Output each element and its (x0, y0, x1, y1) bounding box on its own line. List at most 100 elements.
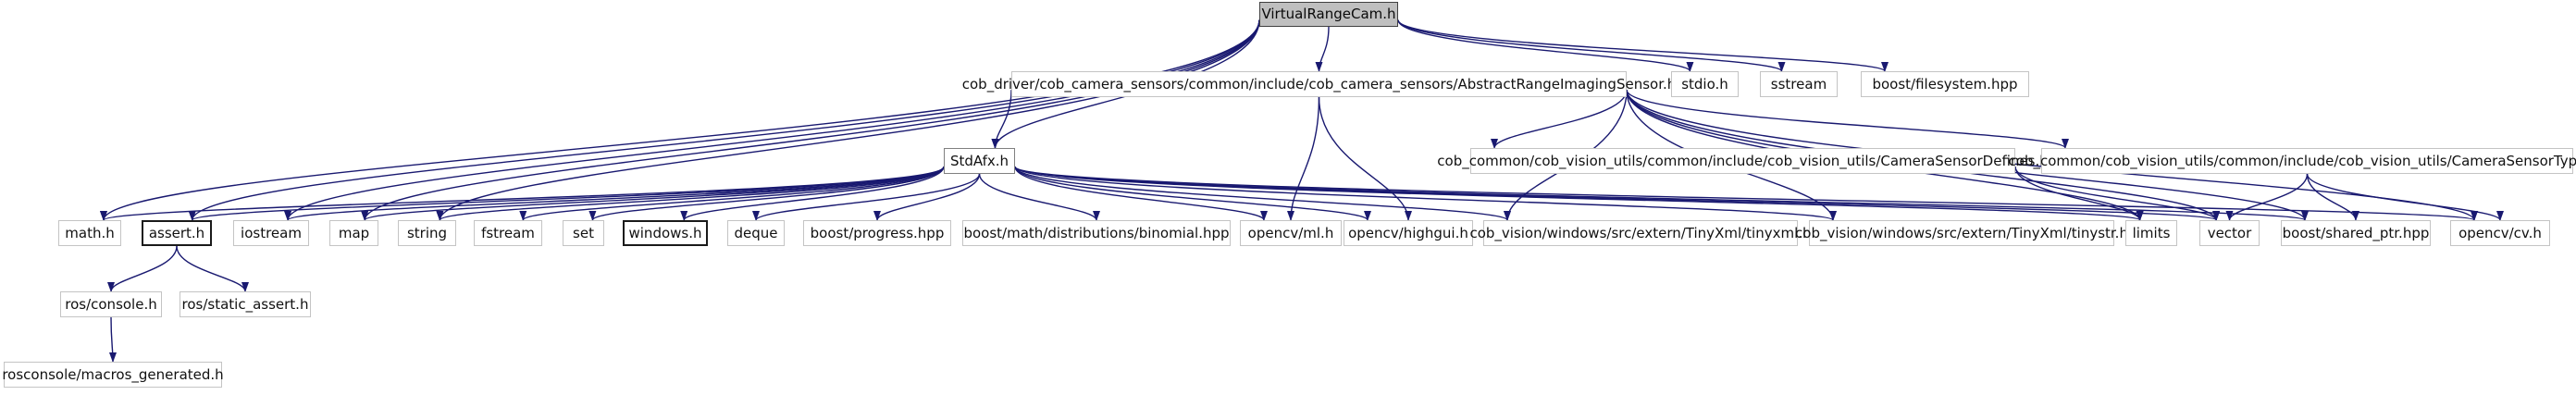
graph-node-label: rosconsole/macros_generated.h (2, 365, 224, 383)
graph-edge (284, 19, 1260, 221)
graph-node-label: fstream (481, 224, 535, 241)
graph-node-label: string (406, 224, 448, 241)
graph-edge (1315, 26, 1330, 72)
graph-node-label: ros/console.h (65, 295, 157, 313)
graph-edge (100, 19, 1260, 221)
graph-node-stdafx-h[interactable]: StdAfx.h (944, 148, 1015, 174)
graph-node-label: math.h (65, 224, 115, 241)
graph-node-string[interactable]: string (398, 220, 456, 246)
graph-edge (519, 166, 945, 221)
graph-node-label: cob_driver/cob_camera_sensors/common/inc… (961, 75, 1677, 93)
graph-node-set[interactable]: set (563, 220, 604, 246)
graph-edge (188, 19, 1260, 221)
graph-edge (1014, 166, 1837, 221)
graph-node-label: opencv/cv.h (2458, 224, 2542, 241)
graph-node-label: vector (2207, 224, 2252, 241)
graph-edge (1014, 166, 1268, 221)
graph-edge (991, 90, 1012, 149)
graph-node-sstream[interactable]: sstream (1760, 71, 1838, 97)
graph-node-label: stdio.h (1681, 75, 1728, 93)
graph-node-label: opencv/ml.h (1247, 224, 1334, 241)
graph-node-label: boost/shared_ptr.hpp (2282, 224, 2430, 241)
graph-node-label: StdAfx.h (949, 152, 1009, 169)
graph-edge (1626, 89, 2069, 149)
graph-node-label: assert.h (148, 224, 205, 241)
graph-node-label: ros/static_assert.h (181, 295, 309, 313)
graph-node-label: cob_common/cob_vision_utils/common/inclu… (2008, 152, 2576, 169)
graph-node-label: cob_common/cob_vision_utils/common/inclu… (1437, 152, 2049, 169)
graph-node-map[interactable]: map (329, 220, 378, 246)
graph-edge (2306, 173, 2359, 221)
graph-node-cob-common-cob-vision-utils-common-include-cob-vision-utils-camerasensortypes-h[interactable]: cob_common/cob_vision_utils/common/inclu… (2009, 148, 2576, 174)
graph-node-vector[interactable]: vector (2199, 220, 2260, 246)
graph-node-cob-vision-windows-src-extern-tinyxml-tinystr-h[interactable]: cob_vision/windows/src/extern/TinyXml/ti… (1795, 220, 2128, 246)
graph-node-windows-h[interactable]: windows.h (623, 220, 708, 246)
graph-edge (1397, 19, 1694, 72)
graph-node-deque[interactable]: deque (727, 220, 785, 246)
graph-node-ros-static-assert-h[interactable]: ros/static_assert.h (180, 291, 311, 317)
graph-node-assert-h[interactable]: assert.h (142, 220, 212, 246)
graph-edge (2014, 167, 2144, 221)
graph-node-label: opencv/highgui.h (1348, 224, 1468, 241)
graph-node-boost-shared-ptr-hpp[interactable]: boost/shared_ptr.hpp (2281, 220, 2431, 246)
graph-edge (1491, 90, 1628, 149)
graph-node-rosconsole-macros-generated-h[interactable]: rosconsole/macros_generated.h (2, 362, 224, 388)
graph-node-label: boost/progress.hpp (810, 224, 945, 241)
graph-edge (436, 166, 945, 221)
graph-node-boost-progress-hpp[interactable]: boost/progress.hpp (803, 220, 951, 246)
graph-edge (2225, 173, 2309, 221)
graph-edge (873, 173, 981, 221)
graph-edge (436, 19, 1260, 221)
graph-edge (1014, 166, 2309, 221)
graph-edge (1014, 166, 1511, 221)
graph-edge (100, 166, 945, 221)
graph-edge (978, 173, 1100, 221)
graph-node-opencv-cv-h[interactable]: opencv/cv.h (2450, 220, 2550, 246)
graph-node-label: boost/math/distributions/binomial.hpp (963, 224, 1230, 241)
graph-edge (680, 166, 945, 221)
graph-node-limits[interactable]: limits (2125, 220, 2177, 246)
graph-node-label: map (338, 224, 370, 241)
graph-node-boost-filesystem-hpp[interactable]: boost/filesystem.hpp (1861, 71, 2029, 97)
graph-node-label: iostream (241, 224, 302, 241)
graph-edge (1014, 166, 2143, 221)
graph-node-label: deque (734, 224, 778, 241)
graph-node-label: boost/filesystem.hpp (1872, 75, 2018, 93)
graph-node-cob-vision-windows-src-extern-tinyxml-tinyxml-h[interactable]: cob_vision/windows/src/extern/TinyXml/ti… (1469, 220, 1812, 246)
graph-node-fstream[interactable]: fstream (474, 220, 542, 246)
graph-edge (588, 166, 945, 221)
graph-node-ros-console-h[interactable]: ros/console.h (60, 291, 162, 317)
graph-node-boost-math-distributions-binomial-hpp[interactable]: boost/math/distributions/binomial.hpp (962, 220, 1231, 246)
graph-edge (1014, 166, 1371, 221)
graph-node-label: set (573, 224, 594, 241)
graph-edge (1014, 166, 2478, 221)
graph-node-iostream[interactable]: iostream (233, 220, 309, 246)
graph-edge (1014, 166, 2220, 221)
graph-node-label: limits (2132, 224, 2171, 241)
graph-edge (361, 19, 1260, 221)
graph-edge (2014, 166, 2221, 221)
graph-node-math-h[interactable]: math.h (58, 220, 121, 246)
graph-edge (107, 245, 178, 292)
graph-edge (284, 166, 945, 221)
graph-edge (1318, 96, 1412, 221)
graph-edge (1397, 19, 1889, 72)
graph-edge (1287, 96, 1320, 221)
graph-node-opencv-highgui-h[interactable]: opencv/highgui.h (1344, 220, 1473, 246)
graph-node-cob-driver-cob-camera-sensors-common-include-cob-camera-sensors-abstractrangeimagingsensor-h[interactable]: cob_driver/cob_camera_sensors/common/inc… (962, 71, 1676, 97)
graph-node-virtualrangecam-h[interactable]: VirtualRangeCam.h (1259, 2, 1398, 27)
graph-edge (108, 316, 117, 363)
graph-node-opencv-ml-h[interactable]: opencv/ml.h (1240, 220, 1342, 246)
graph-node-label: cob_vision/windows/src/extern/TinyXml/ti… (1469, 224, 1812, 241)
graph-edge (189, 166, 945, 221)
graph-node-cob-common-cob-vision-utils-common-include-cob-vision-utils-camerasensordefines-h[interactable]: cob_common/cob_vision_utils/common/inclu… (1437, 148, 2049, 174)
graph-node-label: sstream (1770, 75, 1827, 93)
graph-edge (1397, 19, 1786, 72)
graph-node-label: windows.h (628, 224, 702, 241)
graph-edge (2306, 173, 2504, 221)
graph-node-stdio-h[interactable]: stdio.h (1671, 71, 1739, 97)
graph-node-label: cob_vision/windows/src/extern/TinyXml/ti… (1795, 224, 2128, 241)
graph-edge (361, 166, 945, 221)
